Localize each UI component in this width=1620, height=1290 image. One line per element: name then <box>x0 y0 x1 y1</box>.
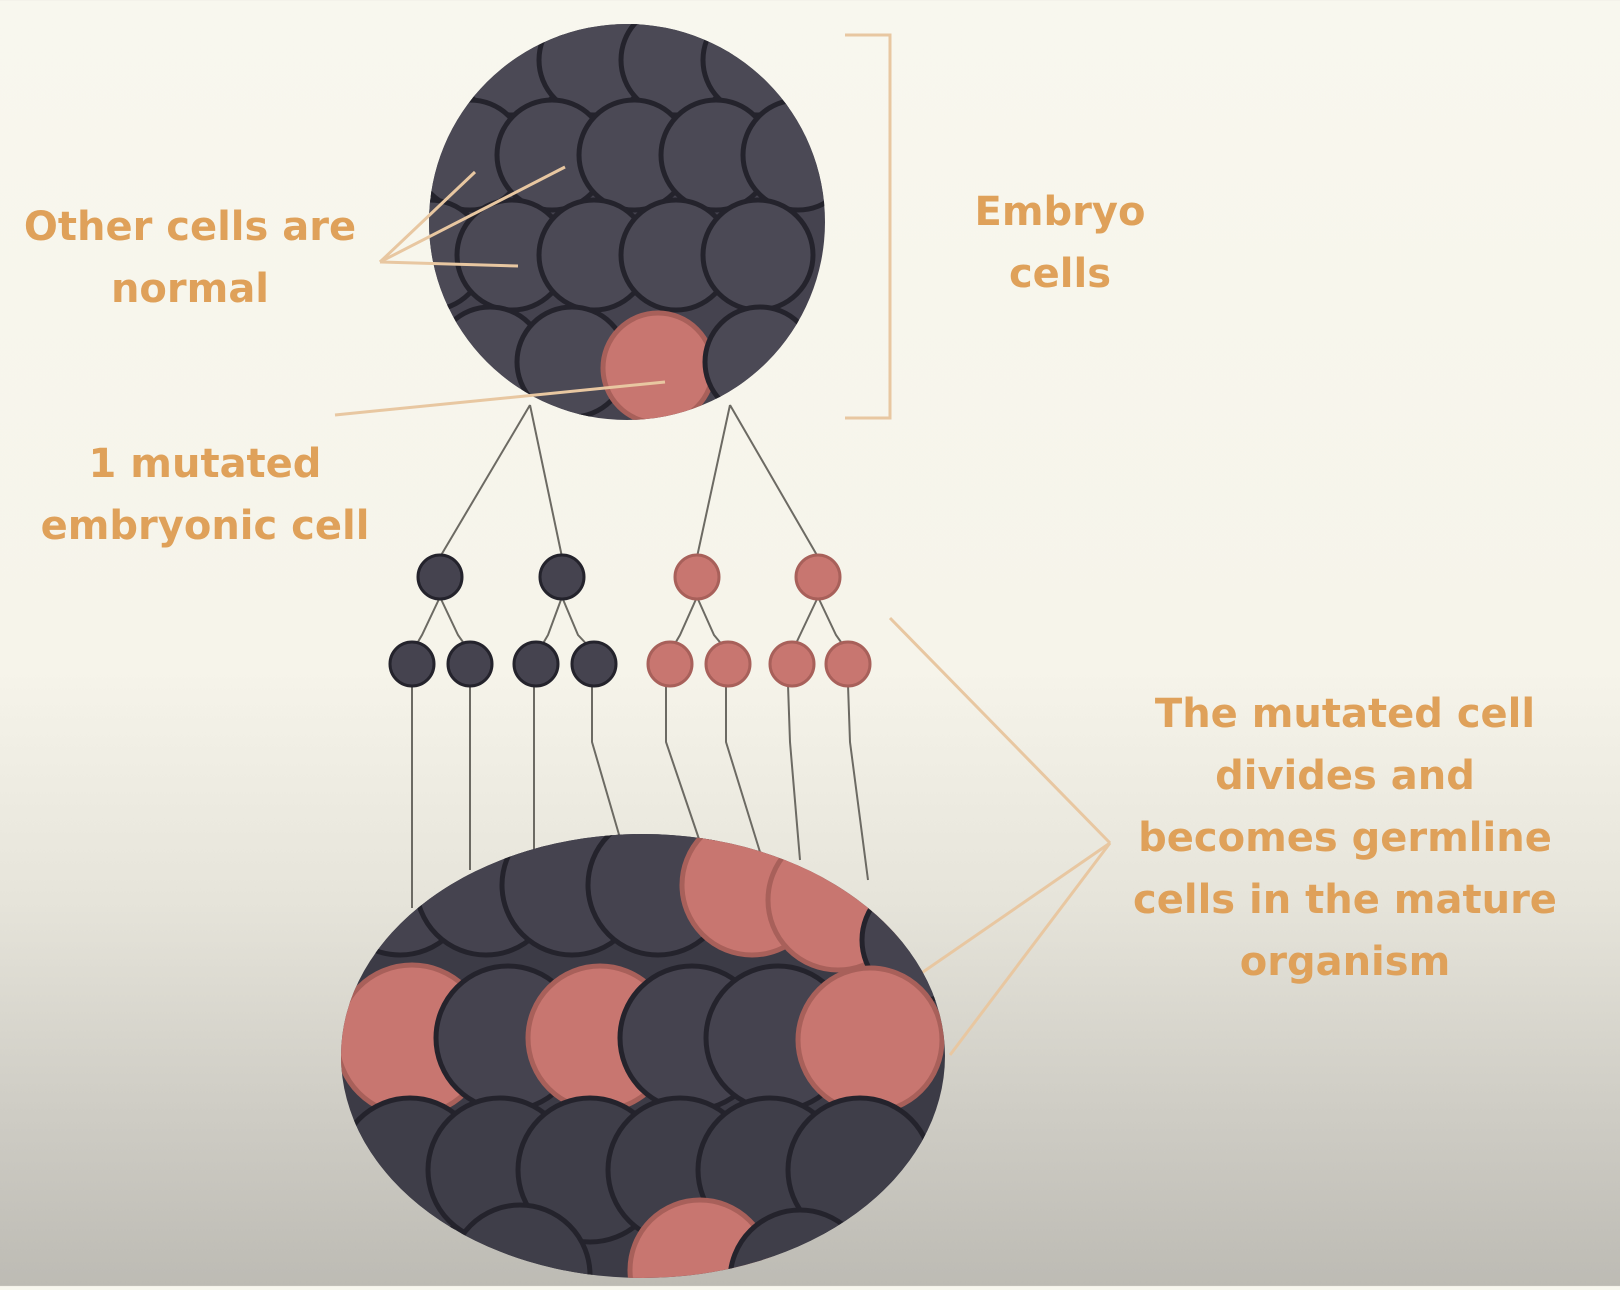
mutated-granddaughter-cell <box>646 640 694 688</box>
normal-granddaughter-cell <box>570 640 618 688</box>
connector <box>665 685 701 843</box>
embryo-cell <box>740 97 825 213</box>
generation-2 <box>388 640 872 688</box>
mutated-granddaughter-cell <box>768 640 816 688</box>
embryo-cell-row-4 <box>432 304 818 420</box>
pointer-line-divides-1 <box>888 616 1112 845</box>
label-line: Embryo <box>974 189 1146 235</box>
connector <box>696 404 731 558</box>
connector <box>529 404 563 558</box>
label-line: divides and <box>1215 753 1475 799</box>
organism-cell-row-4 <box>447 1197 873 1278</box>
label-embryo-cells: Embryo cells <box>930 181 1190 305</box>
label-mutated-cell-divides: The mutated cell divides and becomes ger… <box>1100 683 1590 993</box>
normal-granddaughter-cell <box>388 640 436 688</box>
mutated-embryo-cell <box>600 310 716 420</box>
embryo-cell <box>702 304 818 420</box>
embryo-cell-row-1 <box>429 24 816 118</box>
organism-germline-cell <box>795 965 945 1115</box>
lineage-connectors <box>411 404 869 908</box>
connector <box>591 685 621 839</box>
organism-cell-row-2 <box>341 962 945 1118</box>
embryo-cell <box>429 24 488 118</box>
label-line: normal <box>110 266 270 312</box>
pointer-line-other-1 <box>378 170 477 264</box>
label-line: becomes germline <box>1138 815 1552 861</box>
embryo-cell-row-3 <box>429 197 816 313</box>
connector <box>729 404 819 558</box>
normal-granddaughter-cell <box>512 640 560 688</box>
label-line: cells in the mature <box>1133 877 1557 923</box>
embryo-cell <box>700 197 816 313</box>
label-line: The mutated cell <box>1154 691 1536 737</box>
label-line: 1 mutated <box>88 441 322 487</box>
mutated-daughter-cell <box>673 553 721 601</box>
mutated-daughter-cell <box>794 553 842 601</box>
label-line: embryonic cell <box>40 503 370 549</box>
label-other-cells-normal: Other cells are normal <box>20 196 360 320</box>
connector <box>439 404 531 558</box>
normal-daughter-cell <box>538 553 586 601</box>
pointer-line-other-2 <box>379 165 566 264</box>
normal-granddaughter-cell <box>446 640 494 688</box>
mature-organism-cells <box>341 834 945 1278</box>
connector <box>847 684 869 881</box>
mutated-granddaughter-cell <box>824 640 872 688</box>
normal-daughter-cell <box>416 553 464 601</box>
generation-1 <box>416 553 842 601</box>
embryo-cells <box>429 24 825 420</box>
label-line: organism <box>1239 939 1451 985</box>
pointer-line-divides-3 <box>948 842 1112 1056</box>
mutated-granddaughter-cell <box>704 640 752 688</box>
embryo-cell-row-2 <box>429 97 825 213</box>
label-line: cells <box>1008 251 1112 297</box>
organism-cell-row-3 <box>341 1095 935 1245</box>
label-mutated-embryonic-cell: 1 mutated embryonic cell <box>30 433 380 557</box>
connector <box>787 684 801 861</box>
label-line: Other cells are <box>23 204 357 250</box>
pointer-line-other-3 <box>379 260 519 268</box>
connector <box>725 685 761 853</box>
embryo-bracket <box>845 33 892 420</box>
pointer-line-mutated <box>334 380 666 417</box>
